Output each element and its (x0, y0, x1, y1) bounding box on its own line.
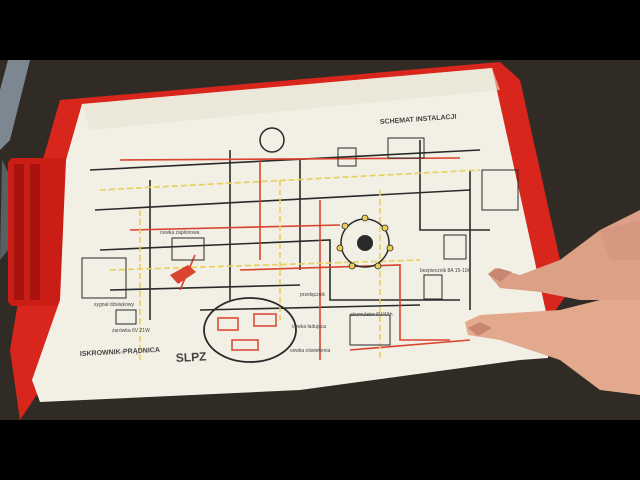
magneto-coils (217, 313, 277, 351)
light-coil-label: cewka oświetlenia (290, 348, 331, 354)
battery-label: akumulator 6V/4Ah (350, 312, 393, 318)
tray-latch-rib (30, 164, 40, 300)
switch-label: przełącznik (300, 292, 326, 298)
stator-hub (357, 235, 373, 251)
hand (465, 210, 640, 395)
tool-handle (0, 60, 30, 150)
coil-symbol (171, 237, 205, 261)
wires-black (89, 140, 490, 320)
tray-latch-rib (14, 164, 24, 300)
wires-red (119, 157, 471, 360)
tray-latch (8, 158, 78, 306)
stator-terminals (336, 214, 394, 270)
rear-light-symbol (481, 169, 519, 211)
bulb-symbol (115, 309, 137, 325)
battery-symbol (349, 314, 391, 346)
magneto-symbol (203, 297, 297, 363)
regulator-symbol (443, 234, 467, 260)
letterbox-bottom (0, 420, 640, 480)
relay-symbol (337, 147, 357, 167)
fuse-label: bezpiecznik 8A 15-10A (420, 268, 472, 274)
photo-svg: SCHEMAT INSTALACJI ISKROWNIK-PRĄDNICA SL… (0, 60, 640, 420)
bulb-label: żarówka 6V 21W (112, 328, 150, 334)
wires-yellow (99, 169, 481, 360)
headlight-symbol (259, 127, 285, 153)
letterbox-top (0, 0, 640, 60)
coil-label: cewka zapłonowa (160, 230, 200, 236)
switch-symbol (387, 137, 425, 159)
horn-label: sygnał dźwiękowy (94, 302, 135, 308)
paper-crease (82, 68, 500, 130)
fuse-symbol (423, 274, 443, 300)
caption-main: ISKROWNIK-PRĄDNICA (80, 347, 160, 358)
spark-plug-symbol (170, 265, 196, 284)
caption-model: SLPZ (175, 349, 206, 365)
photo-scene: SCHEMAT INSTALACJI ISKROWNIK-PRĄDNICA SL… (0, 60, 640, 420)
charge-coil-label: cewka ładująca (292, 324, 326, 330)
ignition-switch-symbol (81, 257, 127, 299)
